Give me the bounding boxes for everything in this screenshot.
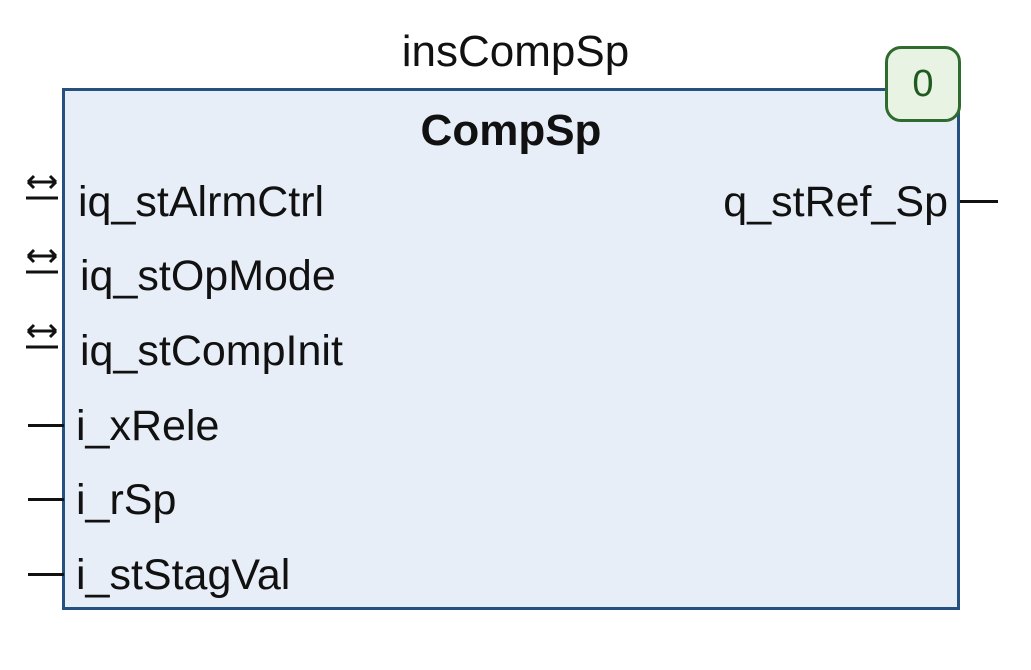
execution-order-badge[interactable]: 0 [885, 46, 961, 122]
pin-i-rsp[interactable]: i_rSp [76, 476, 177, 524]
instance-name-text: insCompSp [401, 27, 630, 76]
block-type-name: CompSp [420, 106, 602, 155]
inout-arrow-icon[interactable] [22, 246, 62, 282]
input-pin-line[interactable] [28, 498, 64, 501]
pin-i-xrele[interactable]: i_xRele [76, 402, 220, 450]
pin-iq-stopmode[interactable]: iq_stOpMode [80, 252, 336, 300]
input-pin-line[interactable] [28, 573, 64, 576]
pin-iq-stcompinit[interactable]: iq_stCompInit [80, 327, 343, 375]
function-block[interactable]: CompSp [62, 88, 960, 610]
inout-arrow-icon[interactable] [22, 172, 62, 208]
instance-name: insCompSp [0, 24, 1031, 80]
pin-iq-stalrmctrl[interactable]: iq_stAlrmCtrl [78, 178, 325, 226]
inout-arrow-icon[interactable] [22, 321, 62, 357]
output-pin-line[interactable] [960, 200, 998, 203]
pin-i-ststagval[interactable]: i_stStagVal [76, 551, 291, 599]
input-pin-line[interactable] [28, 424, 64, 427]
pin-q-stref-sp[interactable]: q_stRef_Sp [723, 178, 948, 226]
